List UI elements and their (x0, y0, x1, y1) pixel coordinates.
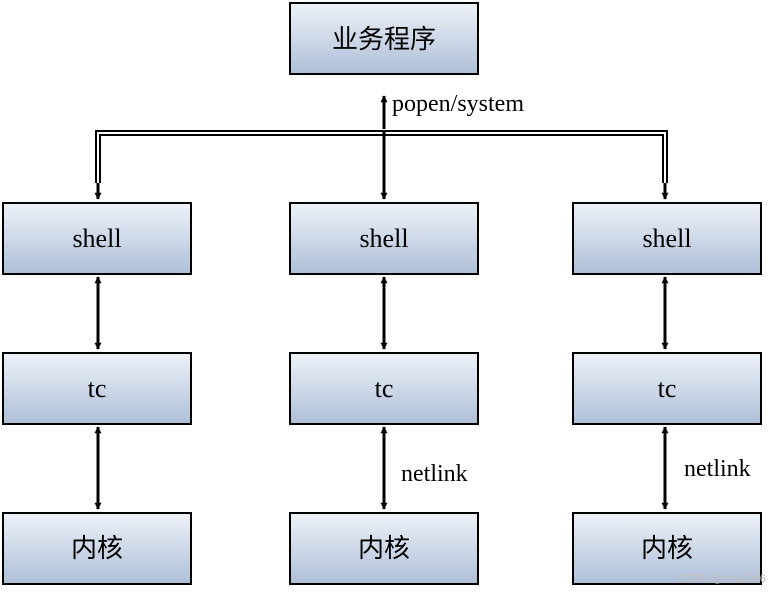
node-tc-right-label: tc (658, 374, 677, 403)
node-kernel-right: 内核 (572, 512, 762, 585)
netlink-right-label: netlink (684, 456, 751, 482)
connectors (94, 95, 669, 510)
node-kernel-left-label: 内核 (71, 534, 123, 563)
distribution-bus (95, 130, 668, 183)
node-tc-center: tc (289, 352, 479, 425)
node-shell-right: shell (572, 202, 762, 275)
node-kernel-center-label: 内核 (358, 534, 410, 563)
node-shell-right-label: shell (642, 224, 691, 253)
popen-system-label: popen/system (392, 91, 524, 117)
node-tc-center-label: tc (375, 374, 394, 403)
node-shell-center: shell (289, 202, 479, 275)
watermark: CSDN @orla2006 (678, 573, 766, 585)
node-shell-center-label: shell (359, 224, 408, 253)
node-kernel-center: 内核 (289, 512, 479, 585)
node-tc-right: tc (572, 352, 762, 425)
node-shell-left: shell (2, 202, 192, 275)
node-kernel-right-label: 内核 (641, 534, 693, 563)
node-app: 业务程序 (289, 2, 479, 75)
node-shell-left-label: shell (72, 224, 121, 253)
node-kernel-left: 内核 (2, 512, 192, 585)
netlink-center-label: netlink (401, 461, 468, 487)
node-tc-left: tc (2, 352, 192, 425)
node-tc-left-label: tc (88, 374, 107, 403)
node-app-label: 业务程序 (332, 25, 436, 54)
